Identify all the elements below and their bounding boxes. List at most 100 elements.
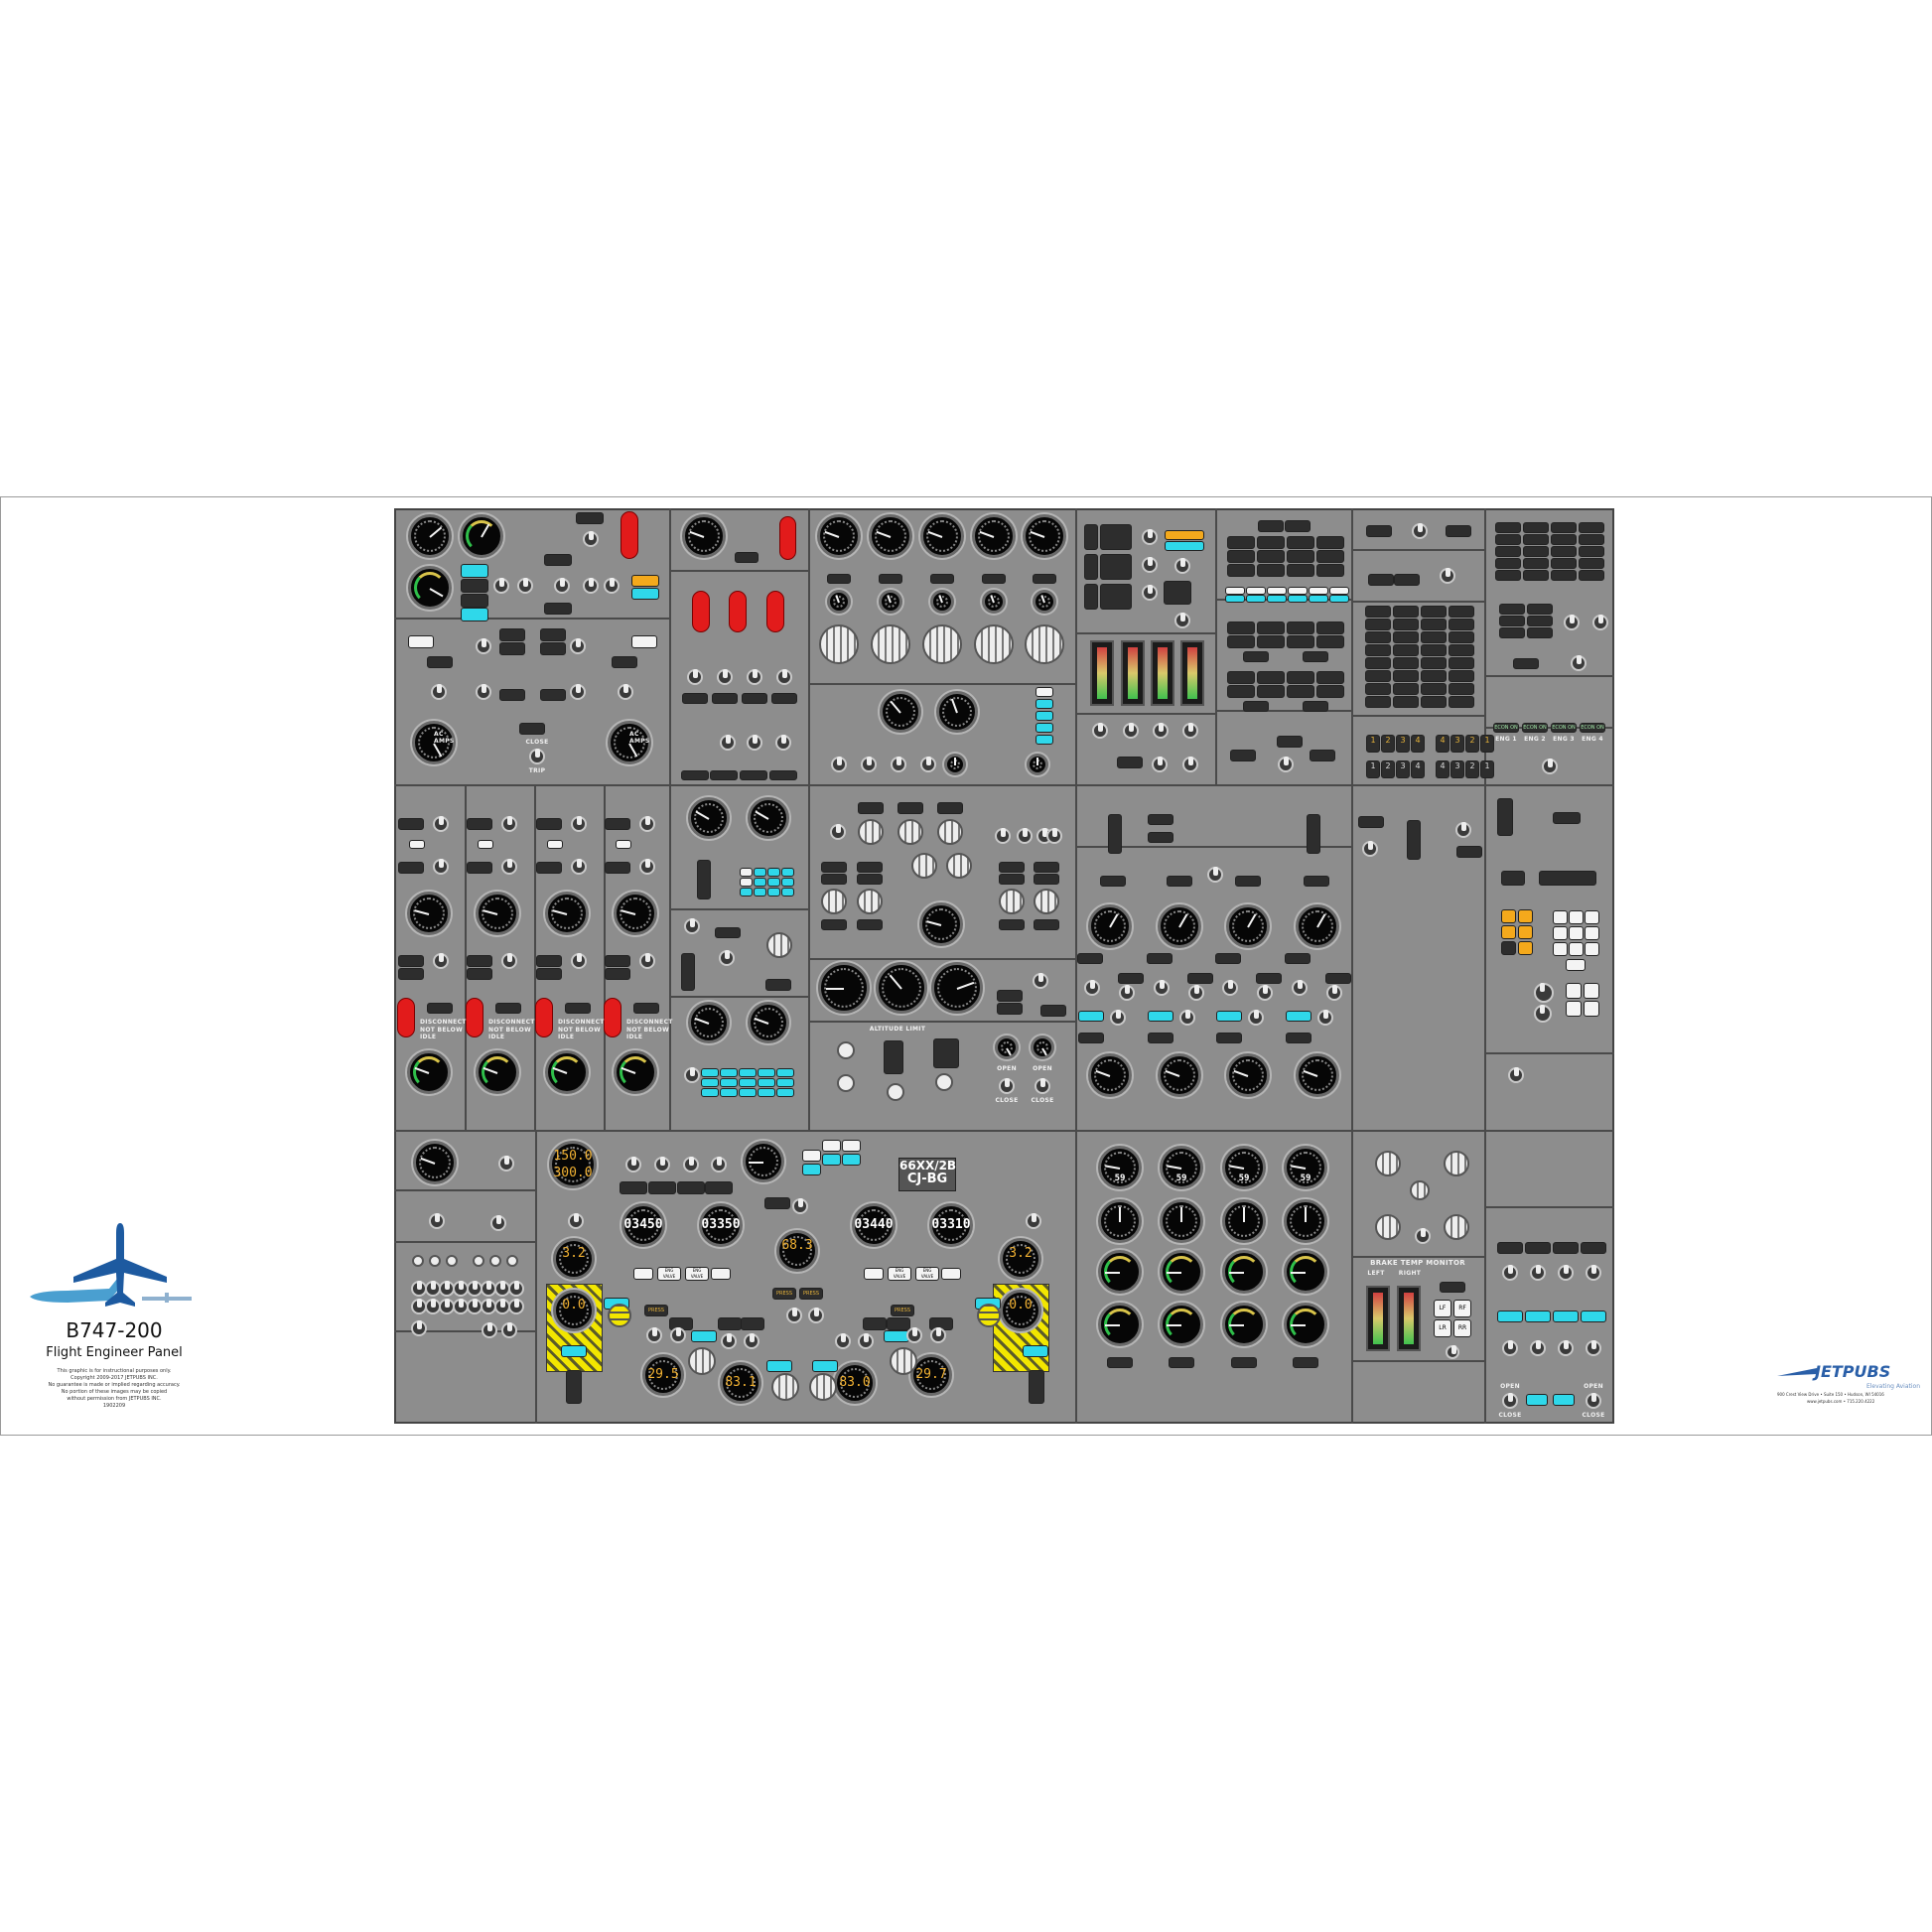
annunciator-light[interactable] — [821, 919, 847, 930]
fuel-valve-knob[interactable] — [771, 1373, 799, 1401]
annunciator-light[interactable] — [1257, 621, 1285, 634]
toggle-switch[interactable] — [684, 1067, 700, 1083]
toggle-switch[interactable] — [1558, 1340, 1574, 1356]
generator-breaker-switch[interactable] — [476, 684, 491, 700]
annunciator-light[interactable] — [776, 1088, 794, 1097]
annunciator-light[interactable] — [1309, 595, 1328, 603]
annunciator-light[interactable] — [1495, 558, 1521, 569]
brake-temp-button[interactable]: RF — [1453, 1300, 1471, 1317]
toggle-switch[interactable] — [1046, 828, 1062, 844]
annunciator-light[interactable] — [1393, 696, 1419, 708]
pressurization-button[interactable] — [887, 1083, 904, 1101]
annunciator-light[interactable] — [764, 1197, 790, 1209]
toggle-switch[interactable] — [683, 1157, 699, 1173]
annunciator-light[interactable] — [1035, 723, 1053, 733]
annunciator-light[interactable] — [605, 862, 630, 874]
breaker-flag[interactable] — [408, 635, 434, 648]
toggle-switch[interactable] — [1502, 1340, 1518, 1356]
toggle-switch[interactable] — [439, 1299, 455, 1314]
toggle-switch[interactable] — [1412, 523, 1428, 539]
annunciator-light[interactable] — [1499, 616, 1525, 626]
defuel-valve[interactable] — [608, 1304, 631, 1327]
ins-mode-key[interactable] — [1518, 909, 1533, 923]
annunciator-light[interactable] — [712, 693, 738, 704]
toggle-switch[interactable] — [501, 816, 517, 832]
annunciator-light[interactable] — [1078, 1033, 1104, 1043]
pump-pressure-light[interactable]: PRESS — [644, 1305, 668, 1316]
annunciator-light[interactable] — [701, 1088, 719, 1097]
annunciator-light[interactable] — [1495, 522, 1521, 533]
annunciator-light[interactable] — [1365, 696, 1391, 708]
annunciator-light[interactable] — [1148, 832, 1173, 843]
toggle-switch[interactable] — [639, 953, 655, 969]
toggle-switch[interactable] — [775, 735, 791, 751]
valve-knob[interactable] — [999, 889, 1025, 914]
toggle-switch[interactable] — [1502, 1265, 1518, 1281]
toggle-switch[interactable] — [719, 950, 735, 966]
rotary-selector-knob[interactable] — [911, 853, 937, 879]
toggle-switch[interactable] — [1530, 1265, 1546, 1281]
annunciator-light[interactable] — [1421, 657, 1447, 669]
toggle-switch[interactable] — [508, 1281, 524, 1297]
annunciator-light[interactable] — [1551, 522, 1577, 533]
annunciator-light[interactable] — [1449, 683, 1474, 695]
annunciator-light[interactable] — [997, 1003, 1023, 1015]
annunciator-light[interactable] — [1288, 595, 1308, 603]
annunciator-light[interactable] — [1118, 973, 1144, 984]
toggle-switch[interactable] — [482, 1322, 497, 1338]
annunciator-light[interactable] — [612, 656, 637, 668]
ins-mode-key[interactable] — [1501, 941, 1516, 955]
generator-breaker-switch[interactable] — [476, 638, 491, 654]
annunciator-light[interactable] — [999, 874, 1025, 885]
toggle-switch[interactable] — [792, 1198, 808, 1214]
annunciator-light[interactable] — [1287, 564, 1314, 577]
toggle-switch[interactable] — [711, 1157, 727, 1173]
keypad-key[interactable] — [1585, 910, 1599, 924]
annunciator-light[interactable] — [1227, 635, 1255, 648]
annunciator-light[interactable] — [1227, 550, 1255, 563]
fuel-pump-switch[interactable] — [646, 1327, 662, 1343]
annunciator-light[interactable] — [461, 579, 488, 593]
toggle-switch[interactable] — [433, 816, 449, 832]
annunciator-light[interactable] — [540, 642, 566, 655]
annunciator-light[interactable] — [767, 878, 780, 887]
annunciator-light[interactable] — [1287, 635, 1314, 648]
annunciator-light[interactable] — [1285, 953, 1311, 964]
annunciator-light[interactable] — [827, 574, 851, 584]
toggle-switch[interactable] — [501, 953, 517, 969]
annunciator-light[interactable] — [1165, 530, 1204, 540]
selector-guard[interactable] — [1497, 798, 1513, 836]
annunciator-light[interactable] — [1581, 1242, 1606, 1254]
pump-pressure-light[interactable]: PRESS — [799, 1288, 823, 1300]
annunciator-light[interactable] — [398, 818, 424, 830]
toggle-switch[interactable] — [1153, 723, 1169, 739]
annunciator-light[interactable] — [1258, 520, 1284, 532]
generator-breaker-switch[interactable] — [431, 684, 447, 700]
annunciator-light[interactable] — [1316, 671, 1344, 684]
annunciator-light[interactable] — [561, 1345, 587, 1357]
start-light[interactable]: 4 — [1436, 735, 1449, 753]
annunciator-light[interactable] — [519, 723, 545, 735]
annunciator-light[interactable] — [461, 564, 488, 578]
annunciator-light[interactable] — [1225, 595, 1245, 603]
annunciator-light[interactable] — [1227, 621, 1255, 634]
annunciator-light[interactable] — [1023, 1345, 1048, 1357]
annunciator-light[interactable] — [1034, 919, 1059, 930]
toggle-switch[interactable] — [639, 816, 655, 832]
annunciator-light[interactable] — [467, 818, 492, 830]
fire-handle[interactable] — [729, 591, 747, 632]
ignition-button[interactable]: ECON ON — [1493, 723, 1519, 733]
csd-disconnect-handle[interactable] — [397, 998, 415, 1037]
annunciator-light[interactable] — [999, 862, 1025, 873]
annunciator-light[interactable] — [740, 770, 767, 780]
annunciator-light[interactable] — [1165, 541, 1204, 551]
fire-handle[interactable] — [766, 591, 784, 632]
toggle-switch[interactable] — [1248, 1010, 1264, 1026]
annunciator-light[interactable] — [758, 1068, 775, 1077]
fuel-pump-switch[interactable] — [930, 1327, 946, 1343]
toggle-switch[interactable] — [625, 1157, 641, 1173]
toggle-switch[interactable] — [995, 828, 1011, 844]
annunciator-light[interactable] — [1365, 619, 1391, 630]
annunciator-light[interactable] — [620, 1181, 647, 1194]
annunciator-light[interactable] — [1393, 657, 1419, 669]
